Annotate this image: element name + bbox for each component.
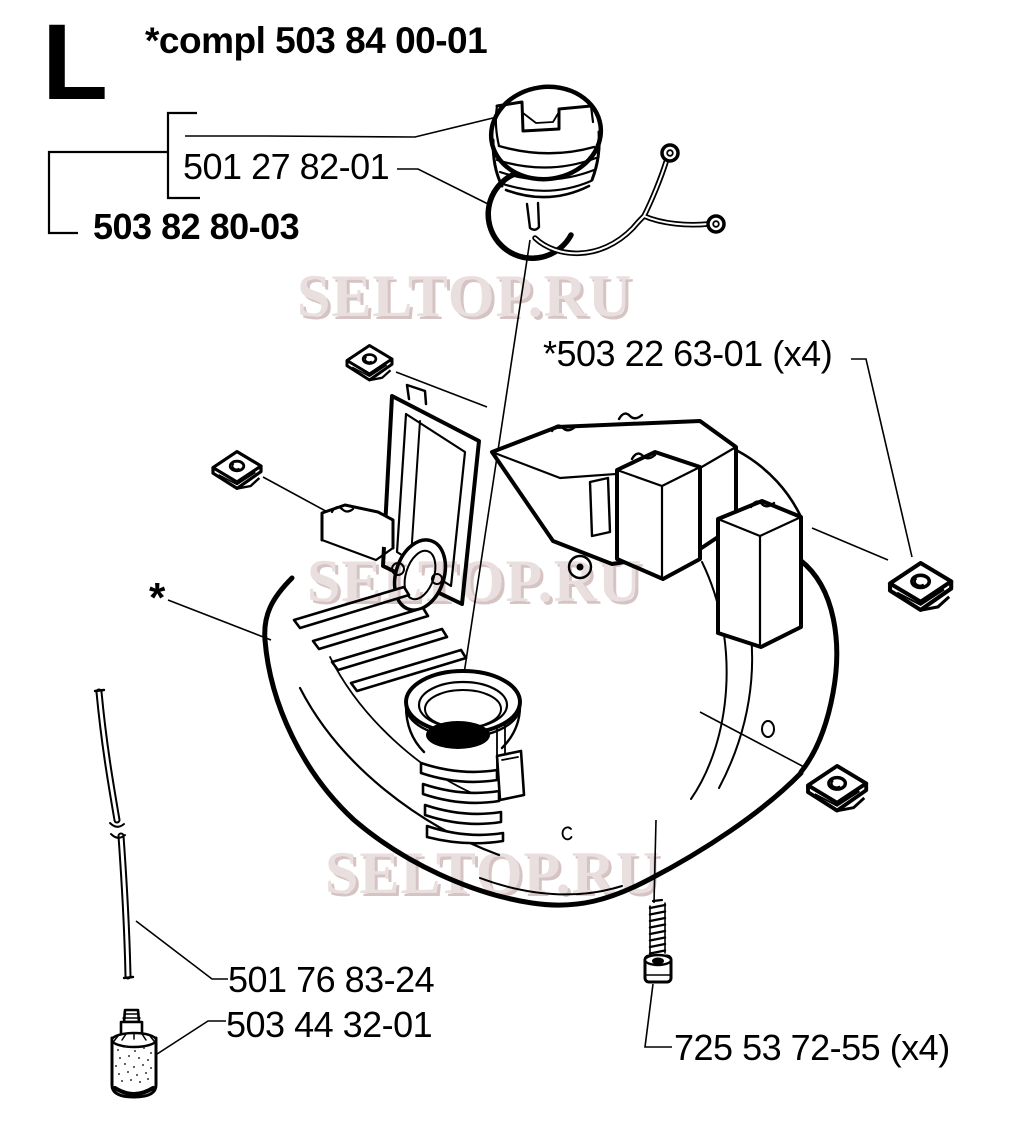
tower-left bbox=[615, 450, 702, 581]
cap-stem bbox=[525, 201, 541, 231]
part-label-fuel-line: 501 76 83-24 bbox=[228, 959, 435, 1000]
part-label-cap-oring: 501 27 82-01 bbox=[183, 146, 390, 187]
part-label-screw: 725 53 72-55 (x4) bbox=[674, 1027, 950, 1068]
clip-1 bbox=[345, 344, 394, 382]
fin-slat bbox=[349, 648, 468, 693]
leader-filter bbox=[153, 1020, 226, 1057]
clip-3 bbox=[890, 563, 951, 610]
part-label-fuel-filter: 503 44 32-01 bbox=[226, 1004, 433, 1045]
cap-top bbox=[488, 84, 604, 182]
tank-bottom-outline bbox=[262, 575, 804, 908]
leader-cap-to-neck bbox=[454, 239, 531, 734]
clip-4 bbox=[806, 764, 869, 813]
leader-clip3-label bbox=[851, 358, 913, 558]
filter-texture bbox=[115, 1046, 152, 1083]
watermark-bottom: SELTOP.RU bbox=[325, 840, 661, 906]
fuel-line bbox=[93, 688, 135, 980]
watermark-top: SELTOP.RU bbox=[297, 263, 633, 329]
leader-oring bbox=[397, 168, 491, 206]
filter-nipple bbox=[122, 1008, 141, 1024]
tank-housing bbox=[262, 383, 840, 908]
assembly-complete-label: *compl 503 84 00-01 bbox=[145, 20, 488, 61]
leader-clip3-side bbox=[811, 527, 889, 561]
filler-hole bbox=[426, 721, 490, 749]
watermark-middle: SELTOP.RU bbox=[307, 548, 643, 614]
bracket-cap-assembly bbox=[47, 150, 168, 235]
left-lug bbox=[320, 503, 395, 550]
tank-rib bbox=[425, 824, 505, 845]
fuel-cap-assembly bbox=[485, 84, 726, 261]
leader-clip4 bbox=[699, 711, 807, 769]
part-label-push-nut: *503 22 63-01 (x4) bbox=[543, 333, 833, 374]
tank-right-outline bbox=[797, 557, 840, 775]
bracket-cap-group bbox=[166, 111, 200, 200]
part-label-cap-assembly: 503 82 80-03 bbox=[93, 206, 300, 247]
fin-slat bbox=[330, 627, 449, 672]
leader-clip1 bbox=[395, 371, 488, 408]
tank-rib bbox=[421, 782, 501, 805]
screw bbox=[643, 898, 673, 984]
tether-knob bbox=[660, 143, 680, 163]
leader-fuel-line bbox=[135, 920, 228, 980]
fin-slat bbox=[311, 606, 430, 651]
tank-rib bbox=[419, 761, 499, 784]
leader-screw-label bbox=[644, 983, 672, 1048]
cap-slot bbox=[495, 100, 593, 133]
leader-lines bbox=[47, 111, 913, 1057]
screw-thread bbox=[648, 903, 667, 955]
clip-2 bbox=[211, 450, 263, 490]
leader-screw-top bbox=[653, 819, 657, 904]
leader-asterisk bbox=[167, 599, 272, 641]
cap-threads bbox=[495, 156, 598, 192]
fin-slat bbox=[292, 585, 411, 630]
fuel-filter bbox=[110, 1008, 158, 1099]
section-letter: L bbox=[42, 1, 108, 122]
tank-asterisk-mark: * bbox=[149, 574, 165, 621]
line-break-mark bbox=[109, 822, 126, 839]
tether-knob bbox=[706, 214, 726, 234]
leader-clip2 bbox=[262, 476, 334, 516]
tank-rib bbox=[423, 803, 503, 826]
leader-cap bbox=[185, 116, 498, 138]
